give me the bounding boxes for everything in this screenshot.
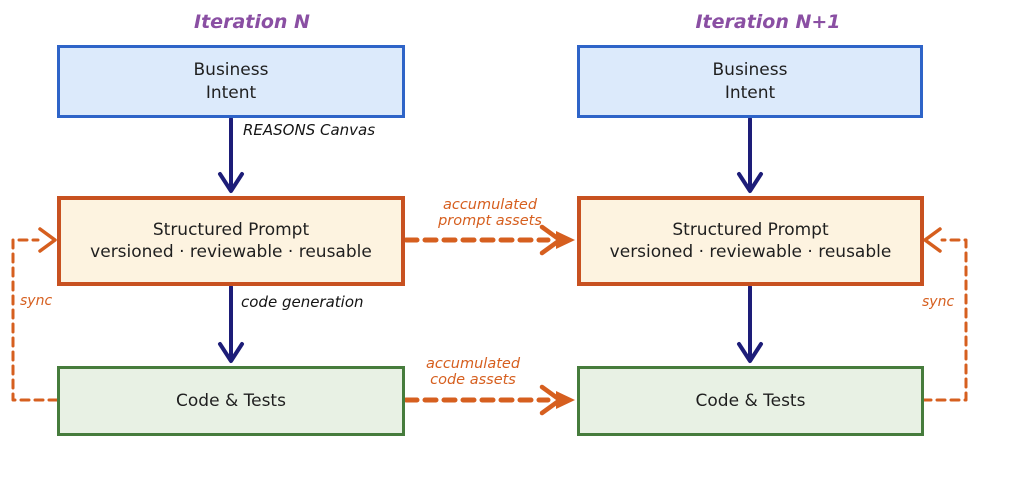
structured-prompt-subtitle: versioned · reviewable · reusable [90,242,372,262]
structured-prompt-title: Structured Prompt [672,219,829,240]
arrow-sync-right [921,238,968,402]
code-generation-label: code generation [241,293,364,311]
iteration-n-plus-1-title: Iteration N+1 [695,11,841,33]
iteration-n-title: Iteration N [194,11,310,33]
arrowhead-sync-right [923,227,942,253]
code-and-tests-box-right: Code & Tests [577,366,924,436]
arrowhead-prompt-assets [556,231,575,249]
arrow-sync-left [11,238,59,402]
accumulated-prompt-assets-label: accumulated prompt assets [438,197,542,230]
arrowhead-prompt-to-code-left [218,342,244,363]
structured-prompt-box-right: Structured Prompt versioned · reviewable… [577,196,924,286]
arrowhead-business-to-prompt-right [737,172,763,193]
arrowhead-prompt-to-code-right [737,342,763,363]
reasons-canvas-label: REASONS Canvas [243,121,376,139]
arrowhead-sync-left [38,227,57,253]
business-intent-box-left: Business Intent [57,45,405,118]
sync-label-left: sync [20,293,53,309]
structured-prompt-subtitle: versioned · reviewable · reusable [609,242,892,262]
accumulated-code-assets-label: accumulated code assets [425,356,521,389]
structured-prompt-title: Structured Prompt [152,219,310,240]
sync-label-right: sync [922,294,955,310]
structured-prompt-box-left: Structured Prompt versioned · reviewable… [57,196,405,286]
business-intent-box-right: Business Intent [577,45,923,118]
code-and-tests-box-left: Code & Tests [57,366,405,436]
arrowhead-code-assets [556,391,575,409]
arrowhead-business-to-prompt-left [218,172,244,193]
